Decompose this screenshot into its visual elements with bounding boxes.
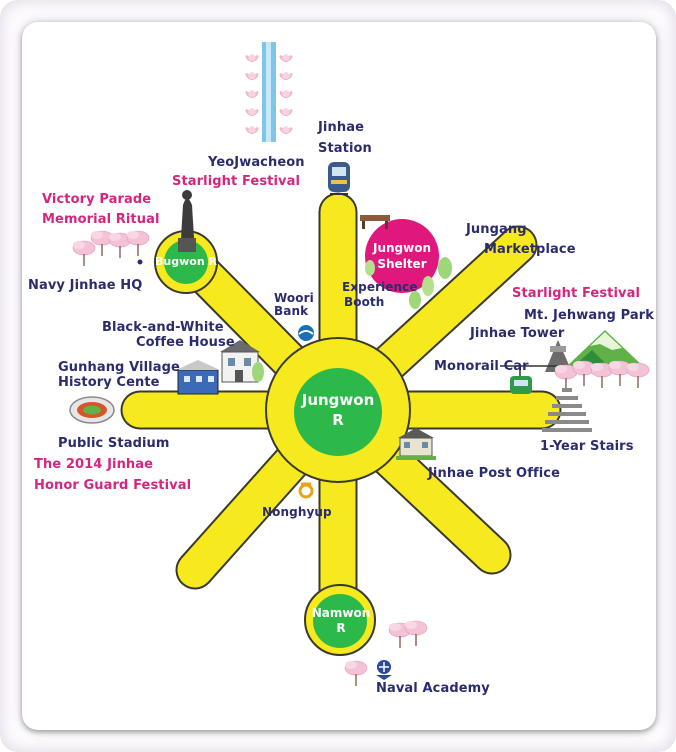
house-icon bbox=[220, 340, 264, 383]
navy-hq-dot bbox=[137, 259, 143, 265]
jungwon-rotary[interactable] bbox=[294, 368, 382, 456]
nonghyup-label: Nonghyup bbox=[262, 505, 332, 519]
cherry-blossom-icon bbox=[72, 230, 150, 267]
jungwon-shelter-label: Jungwon Shelter bbox=[372, 241, 431, 271]
statue-icon bbox=[178, 190, 196, 252]
train-icon bbox=[328, 162, 350, 195]
public-stadium-label: Public Stadium bbox=[58, 436, 170, 451]
naval-academy-label: Naval Academy bbox=[376, 681, 490, 696]
jehwang-park-label: Mt. Jehwang Park bbox=[524, 308, 655, 323]
bench-icon bbox=[360, 215, 390, 229]
tree-icon bbox=[365, 257, 452, 309]
namwon-rotary-label: Namwon R bbox=[311, 606, 371, 635]
monorail-car-label: Monorail Car bbox=[434, 359, 529, 374]
cherry-blossom-icon bbox=[554, 360, 650, 391]
year-stairs-label: 1-Year Stairs bbox=[540, 439, 634, 454]
stairs-icon bbox=[542, 388, 592, 432]
stadium-icon bbox=[69, 396, 115, 424]
tower-icon bbox=[545, 340, 572, 372]
woori-bank-label: Woori Bank bbox=[274, 291, 314, 318]
bugwon-rotary-label: Bugwon R bbox=[155, 255, 217, 268]
navy-hq-label: Navy Jinhae HQ bbox=[28, 278, 143, 293]
post-office-icon bbox=[396, 428, 436, 460]
nonghyup-icon bbox=[298, 482, 314, 499]
stream-icon bbox=[262, 42, 276, 142]
building-icon bbox=[176, 360, 220, 395]
experience-booth-label: Experience Booth bbox=[342, 280, 418, 309]
starlight-festival-label-top: Starlight Festival bbox=[172, 174, 301, 189]
monorail-icon bbox=[500, 365, 560, 394]
gunhang-village-label: Gunhang Village History Cente bbox=[58, 360, 180, 390]
jungwon-rotary-label: Jungwon R bbox=[301, 391, 375, 429]
jinhae-tower-label: Jinhae Tower bbox=[470, 326, 565, 341]
starlight-festival-label-right: Starlight Festival bbox=[512, 286, 641, 301]
honor-guard-festival-label: The 2014 Jinhae Honor Guard Festival bbox=[34, 457, 192, 493]
jungwon-shelter-marker[interactable] bbox=[365, 219, 439, 293]
bank-icon bbox=[298, 325, 314, 341]
naval-academy-icon bbox=[376, 660, 392, 680]
jinhae-station-label: Jinhae Station bbox=[318, 120, 372, 156]
post-office-label: Jinhae Post Office bbox=[428, 466, 560, 481]
coffee-house-label: Black-and-White Coffee House bbox=[102, 320, 235, 350]
victory-parade-label: Victory Parade Memorial Ritual bbox=[42, 192, 160, 227]
jungang-marketplace-label: Jungang Marketplace bbox=[466, 222, 576, 257]
yeojwacheon-label: YeoJwacheon bbox=[208, 155, 305, 170]
